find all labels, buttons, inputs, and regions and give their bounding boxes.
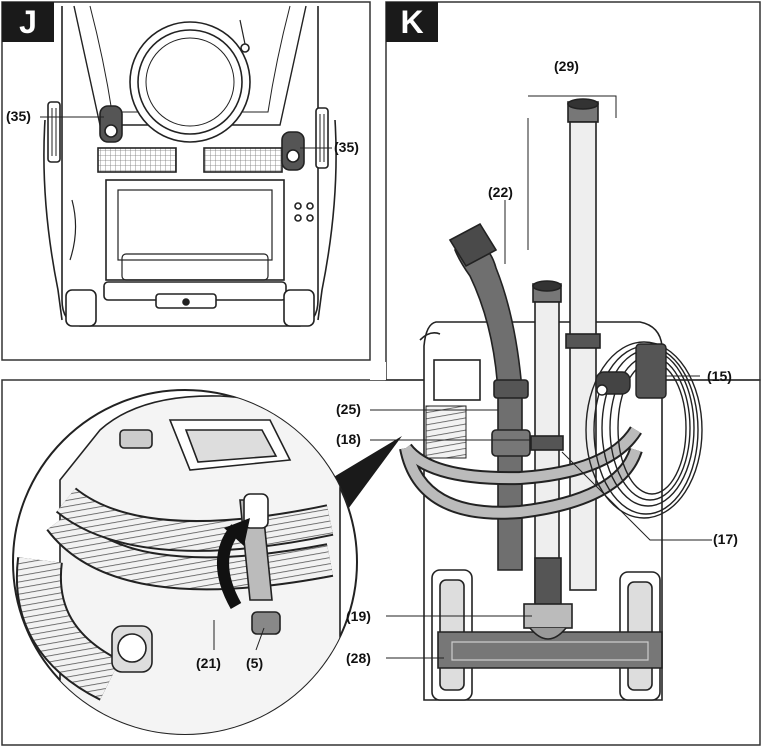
callout-5: (5) [246, 655, 264, 671]
callout-25: (25) [336, 401, 361, 417]
detail-circle [12, 389, 358, 735]
hose-coil-right-fill [401, 427, 641, 518]
crevice-nozzle [448, 222, 531, 571]
panel-tag-j: J [2, 2, 54, 42]
callout-22: (22) [488, 184, 513, 200]
callout-29: (29) [554, 58, 579, 74]
vacuum-rear-view [43, 5, 337, 327]
extension-tubes [530, 98, 601, 603]
callout-35-left: (35) [6, 108, 31, 124]
panel-j-leaders [40, 116, 332, 149]
power-cord-coil [585, 341, 703, 519]
floor-nozzle [437, 557, 663, 669]
callout-18: (18) [336, 431, 361, 447]
callout-17: (17) [713, 531, 738, 547]
panel-tag-k: K [386, 2, 438, 42]
callout-21: (21) [196, 655, 221, 671]
detail-leaders [213, 620, 265, 651]
callout-19: (19) [346, 608, 371, 624]
callout-35-right: (35) [334, 139, 359, 155]
callout-28: (28) [346, 650, 371, 666]
callout-15: (15) [707, 368, 732, 384]
